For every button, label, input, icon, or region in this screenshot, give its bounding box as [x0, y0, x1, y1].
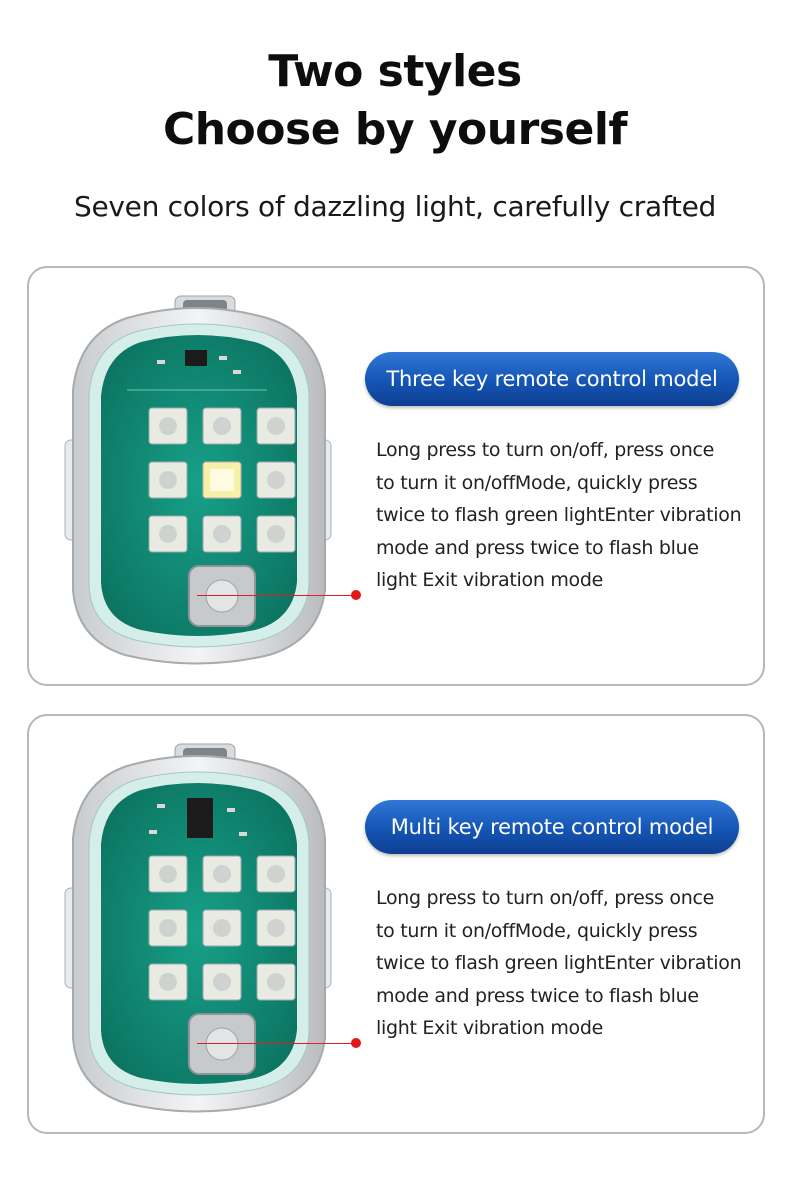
model-card-multi-key: Multi key remote control model Long pres… [27, 714, 765, 1134]
strobe-light-device-image [64, 743, 332, 1113]
description-line: to turn it on/offMode, quickly press [376, 471, 698, 494]
page-title-line-2: Choose by yourself [162, 104, 628, 155]
description-line: mode and press twice to flash blue [376, 984, 699, 1007]
description-line: Long press to turn on/off, press once [376, 439, 714, 461]
strobe-light-device-image [64, 295, 332, 665]
description-line: Long press to turn on/off, press once [376, 887, 714, 909]
three-key-model-label: Three key remote control model [365, 352, 739, 406]
model-card-three-key: Three key remote control model Long pres… [27, 266, 765, 686]
button-pointer-line [197, 1043, 355, 1044]
page-subtitle: Seven colors of dazzling light, carefull… [74, 190, 716, 223]
description-line: light Exit vibration mode [376, 569, 604, 591]
button-pointer-dot [351, 590, 361, 600]
multi-key-model-description: Long press to turn on/off, press once to… [376, 882, 761, 1045]
description-line: light Exit vibration mode [376, 1017, 604, 1039]
description-line: twice to flash green lightEnter vibratio… [376, 952, 742, 974]
page-title-line-1: Two styles [268, 46, 522, 97]
button-pointer-dot [351, 1038, 361, 1048]
description-line: twice to flash green lightEnter vibratio… [376, 504, 742, 526]
description-line: mode and press twice to flash blue [376, 536, 699, 559]
multi-key-model-label: Multi key remote control model [365, 800, 739, 854]
button-pointer-line [197, 595, 355, 596]
description-line: to turn it on/offMode, quickly press [376, 919, 698, 942]
three-key-model-description: Long press to turn on/off, press once to… [376, 434, 761, 597]
